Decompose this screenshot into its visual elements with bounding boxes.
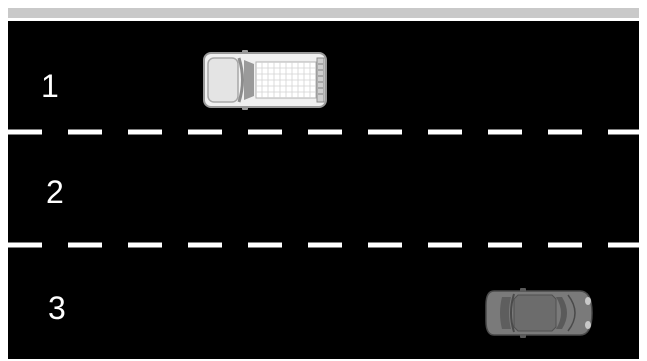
lane-divider-1-2 (8, 129, 639, 135)
pickup-truck-vehicle (202, 50, 330, 110)
top-border-strip (8, 8, 639, 18)
sedan-vehicle (484, 285, 594, 341)
lane-1-number: 1 (41, 70, 59, 102)
road: 1 2 3 (8, 21, 639, 359)
lane-2-number: 2 (46, 176, 64, 208)
lane-divider-2-3 (8, 242, 639, 248)
lane-3-number: 3 (48, 292, 66, 324)
